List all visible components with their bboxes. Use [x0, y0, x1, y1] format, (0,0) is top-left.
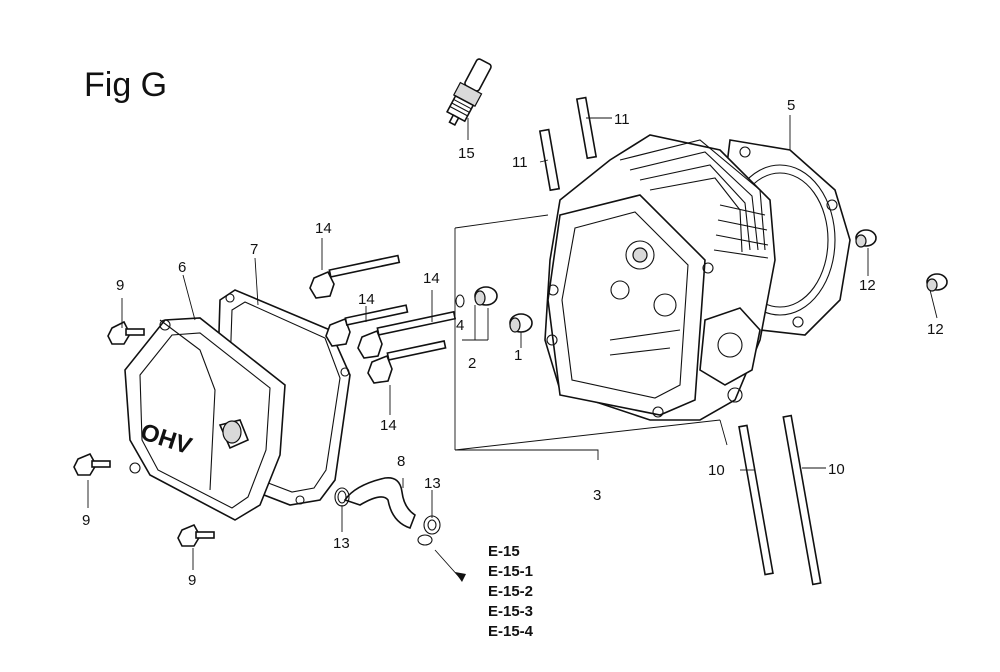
- callout-4: 4: [456, 317, 464, 334]
- callout-14-middle: 14: [358, 291, 375, 308]
- stud-upper-right: [575, 96, 598, 160]
- cross-ref-item: E-15-4: [488, 623, 534, 640]
- callout-7: 7: [250, 241, 258, 258]
- tube-clamp-right: [417, 515, 441, 546]
- callout-3: 3: [593, 487, 601, 504]
- spark-plug: [446, 58, 492, 127]
- cover-bolt-left: [73, 452, 111, 476]
- dowel-pin-small: [509, 313, 533, 333]
- stud-lower-left: [738, 424, 774, 576]
- callout-10-left: 10: [708, 462, 725, 479]
- cross-ref-item: E-15-3: [488, 603, 533, 620]
- flange-bolt-middle-2: [357, 310, 457, 359]
- callout-9-lower: 9: [188, 572, 196, 589]
- head-cover: OHV: [124, 317, 286, 521]
- callout-2: 2: [468, 355, 476, 372]
- callout-5: 5: [787, 97, 795, 114]
- callout-14-top: 14: [315, 220, 332, 237]
- callout-10-right: 10: [828, 461, 845, 478]
- callout-12-upper: 12: [859, 277, 876, 294]
- flange-bolt-top: [309, 254, 401, 299]
- callout-13-left: 13: [333, 535, 350, 552]
- callout-9-left: 9: [82, 512, 90, 529]
- callout-13-right: 13: [424, 475, 441, 492]
- callout-1: 1: [514, 347, 522, 364]
- cylinder-head: [544, 134, 776, 421]
- callout-14-right: 14: [423, 270, 440, 287]
- breather-tube: [343, 476, 416, 530]
- dowel-pin-large: [474, 286, 498, 306]
- callout-15: 15: [458, 145, 475, 162]
- flange-bolt-bottom: [367, 340, 447, 384]
- cap-lower: [926, 273, 948, 292]
- figure-title: Fig G: [84, 66, 168, 104]
- seal-ring: [455, 294, 465, 308]
- callout-6: 6: [178, 259, 186, 276]
- callout-14-bottom: 14: [380, 417, 397, 434]
- stud-upper-left: [538, 128, 561, 192]
- cross-ref-item: E-15-2: [488, 583, 533, 600]
- cross-ref-item: E-15-1: [488, 563, 533, 580]
- flange-bolt-middle-1: [325, 304, 409, 347]
- callout-12-lower: 12: [927, 321, 944, 338]
- cross-reference-list: E-15 E-15-1 E-15-2 E-15-3 E-15-4: [488, 543, 534, 640]
- callout-8: 8: [397, 453, 405, 470]
- callout-11-right: 11: [614, 111, 630, 128]
- cap-upper: [855, 229, 877, 248]
- callout-11-left: 11: [512, 154, 528, 171]
- cover-bolt-upper: [107, 320, 145, 345]
- cross-ref-item: E-15: [488, 543, 520, 560]
- callout-9-upper: 9: [116, 277, 124, 294]
- cover-bolt-lower: [177, 523, 215, 547]
- stud-lower-right: [782, 414, 822, 586]
